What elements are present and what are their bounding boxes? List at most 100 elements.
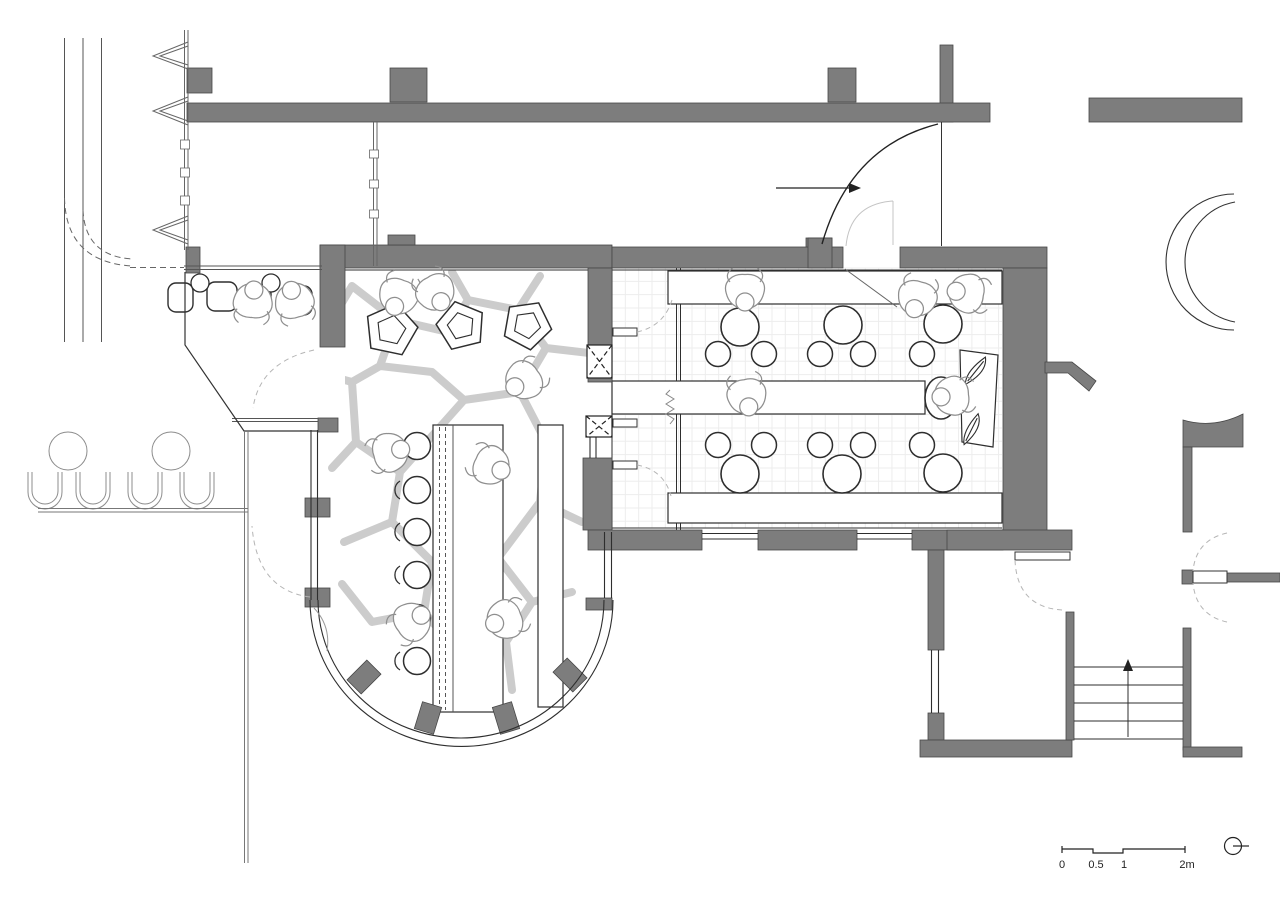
stair-room-wall-west-upper bbox=[927, 549, 945, 651]
dining-stool bbox=[908, 340, 936, 368]
outdoor-pouf bbox=[167, 282, 194, 313]
bar-stool-backrest bbox=[394, 565, 401, 585]
bar-stool bbox=[402, 475, 432, 505]
dining-stool bbox=[849, 431, 877, 459]
door-swing-arc bbox=[636, 299, 673, 497]
scale-label-1: 1 bbox=[1121, 859, 1127, 871]
outdoor-side-table bbox=[261, 273, 281, 293]
stair-wall-southeast bbox=[1182, 746, 1243, 758]
dining-stool bbox=[806, 340, 834, 368]
pilaster bbox=[387, 234, 416, 246]
entry-arrow bbox=[776, 183, 861, 193]
bar-stool bbox=[402, 560, 432, 590]
window-chevron bbox=[151, 41, 189, 245]
door-swing-arc bbox=[1014, 559, 1063, 611]
dining-table bbox=[923, 453, 963, 493]
door-swing-arc bbox=[1192, 532, 1228, 623]
door-leaf bbox=[1192, 570, 1228, 584]
dining-table bbox=[720, 307, 760, 347]
door-leaf bbox=[612, 327, 638, 337]
entry-glazing bbox=[373, 122, 378, 266]
dining-bench-bottom bbox=[667, 492, 1003, 524]
south-window-b bbox=[857, 532, 912, 540]
west-wall-upper bbox=[319, 244, 346, 348]
stair bbox=[1074, 659, 1183, 740]
scale-label-2m: 2m bbox=[1179, 859, 1194, 871]
pentagon-pouf-cushion bbox=[513, 312, 542, 340]
pentagon-pouf bbox=[503, 302, 553, 351]
terrace-table bbox=[48, 431, 88, 471]
bar-stool bbox=[402, 646, 432, 676]
scale-bar-line bbox=[1061, 846, 1186, 854]
terrace-chair bbox=[127, 472, 163, 510]
site-boundary bbox=[184, 272, 318, 432]
south-wall-b bbox=[757, 529, 858, 551]
dining-stool bbox=[704, 431, 732, 459]
stair-room-wall-west-lower bbox=[927, 712, 945, 741]
apse-pier-arc bbox=[552, 657, 588, 693]
door-swing-arc-small bbox=[313, 607, 329, 652]
apse-pier-arc bbox=[346, 659, 382, 695]
stair-direction-arrow bbox=[1123, 659, 1133, 671]
terrace-chair-inner bbox=[131, 472, 159, 505]
mid-window bbox=[589, 437, 597, 458]
stair-room-wall-top bbox=[946, 529, 1073, 551]
south-window-a bbox=[702, 532, 758, 540]
terrace-chair-inner bbox=[31, 472, 59, 505]
entry-door-leaf bbox=[807, 237, 833, 269]
terrace-chair-inner bbox=[183, 472, 211, 505]
pentagon-pouf bbox=[366, 302, 419, 356]
dining-stool bbox=[750, 431, 778, 459]
inner-door-leaf-open bbox=[844, 268, 898, 308]
dining-stool bbox=[908, 431, 936, 459]
column-x-mark bbox=[585, 415, 613, 438]
section-marker-icon bbox=[1223, 836, 1249, 856]
door-leaf bbox=[612, 418, 638, 428]
round-structure-arc bbox=[1165, 193, 1236, 331]
east-site-wall-curved bbox=[1182, 413, 1244, 448]
back-counter bbox=[537, 424, 564, 708]
dining-table bbox=[823, 305, 863, 345]
pentagon-pouf-cushion bbox=[446, 312, 474, 340]
apse-pier-arc bbox=[413, 701, 443, 735]
mid-wall-strip bbox=[587, 377, 613, 383]
scale-label-0: 0 bbox=[1059, 859, 1065, 871]
dining-table bbox=[923, 304, 963, 344]
site-wall-north bbox=[186, 102, 991, 123]
path-curve-dashed bbox=[64, 197, 184, 268]
building-wall-top-west bbox=[319, 244, 613, 269]
terrace-chair-inner bbox=[79, 472, 107, 505]
apse-wall-east bbox=[582, 457, 613, 531]
stair-shaft-wall-west bbox=[1065, 611, 1075, 741]
west-wall-pier bbox=[317, 417, 339, 433]
stair-shaft-wall-east bbox=[1182, 627, 1192, 751]
bar-stool-backrest bbox=[394, 480, 401, 500]
glazing-and-doors bbox=[232, 122, 1236, 747]
apse-glazing-west bbox=[310, 430, 319, 600]
scale-bar: 0 0.5 1 2m bbox=[1059, 846, 1195, 871]
east-wall bbox=[1002, 267, 1048, 549]
site-pier bbox=[389, 67, 428, 103]
mid-wall-upper bbox=[587, 267, 613, 346]
column-x-mark bbox=[586, 344, 613, 379]
apse-glazing-inner bbox=[317, 599, 605, 739]
apse-glazing-east bbox=[603, 532, 613, 598]
east-site-wall bbox=[1182, 446, 1193, 533]
door-swing-arc bbox=[252, 349, 315, 409]
east-door-jamb bbox=[1181, 569, 1194, 585]
west-door-leaf-open bbox=[232, 418, 318, 422]
terrace-chair bbox=[27, 472, 63, 510]
handrail-fin bbox=[1044, 361, 1097, 392]
stair-room-wall-south bbox=[919, 739, 1073, 758]
door-swing-arc bbox=[251, 525, 311, 598]
dining-bench-top bbox=[667, 270, 1003, 305]
pentagon-pouf bbox=[435, 300, 483, 351]
terrace-chair bbox=[75, 472, 111, 510]
apse-glazing-outer bbox=[309, 599, 614, 747]
building-wall-top-mid bbox=[611, 246, 844, 269]
stair-room-window bbox=[930, 650, 940, 713]
dining-stool bbox=[849, 340, 877, 368]
apse-pier-east bbox=[585, 597, 613, 611]
